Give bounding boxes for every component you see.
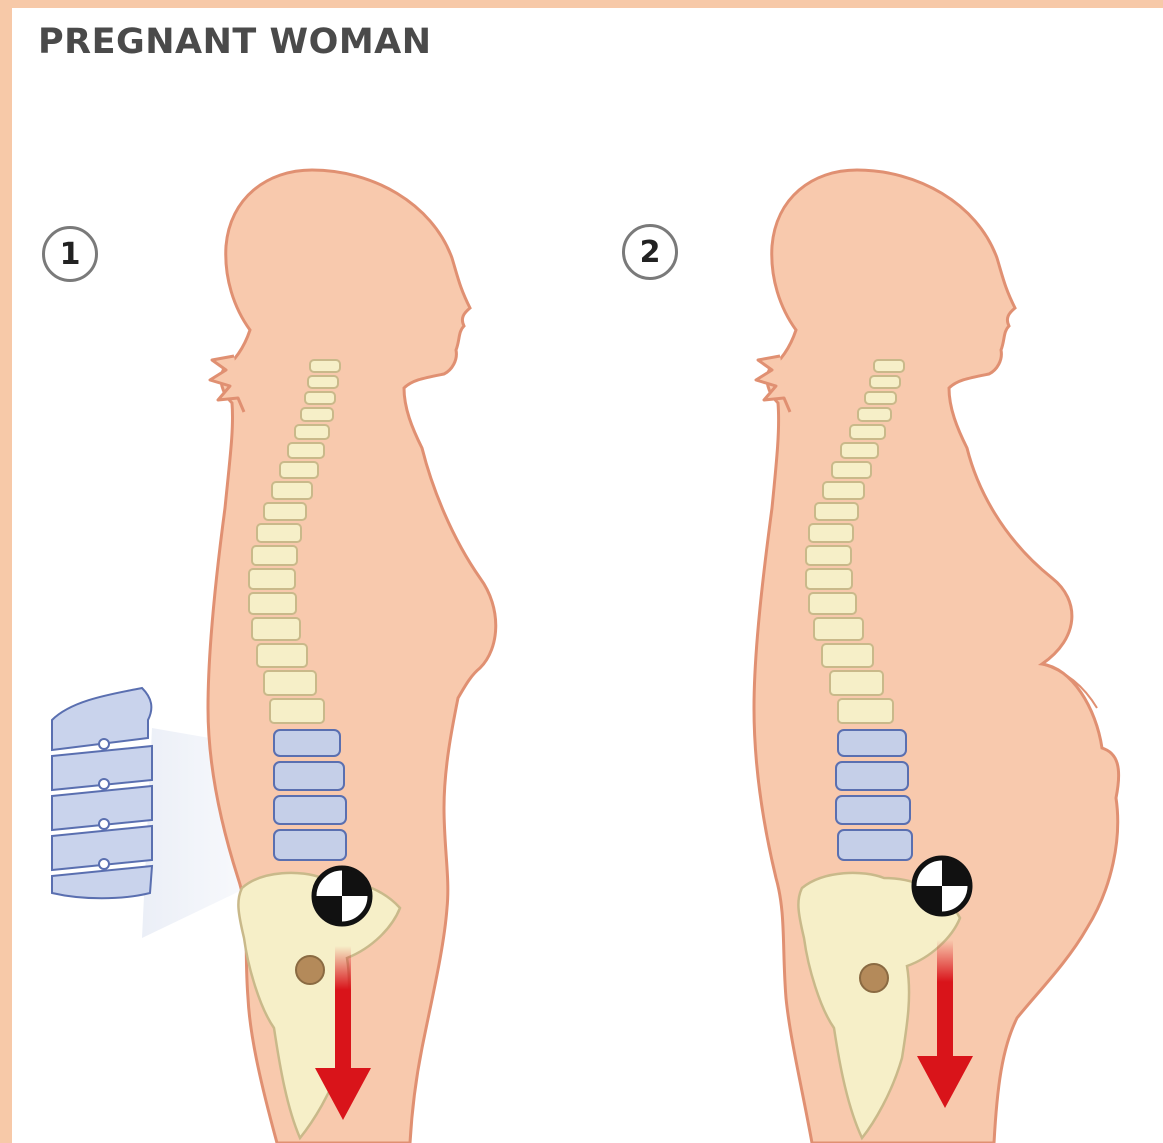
body-silhouette-1 (208, 170, 496, 1143)
body-silhouette-2 (754, 170, 1119, 1143)
lumbar-inset (52, 688, 152, 898)
figure-1 (52, 170, 496, 1143)
figure-2-number: 2 (640, 235, 661, 270)
hip-socket-2 (860, 964, 888, 992)
figure-1-marker: 1 (42, 226, 98, 282)
hip-socket-1 (296, 956, 324, 984)
figure-1-number: 1 (60, 237, 81, 272)
center-of-gravity-icon-2 (914, 858, 970, 914)
center-of-gravity-icon-1 (314, 868, 370, 924)
figure-2 (754, 170, 1119, 1143)
spine-lumbar-1 (274, 730, 346, 860)
spine-lumbar-2 (836, 730, 912, 860)
illustration-canvas (12, 8, 1163, 1143)
illustration-panel: PREGNANT WOMAN (12, 8, 1163, 1143)
figure-2-marker: 2 (622, 224, 678, 280)
